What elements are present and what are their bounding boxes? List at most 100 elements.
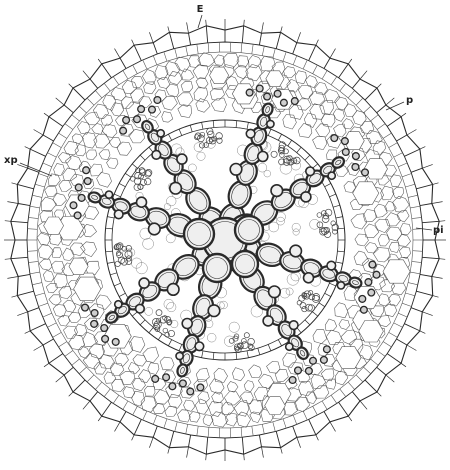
- xylem-small-vessel: [115, 301, 122, 308]
- epidermis-wall: [153, 426, 157, 437]
- hypodermis-wall: [47, 323, 56, 328]
- hypodermis-wall: [283, 419, 286, 429]
- cortex-cell: [148, 363, 159, 375]
- cortex-cell: [49, 295, 61, 306]
- cortex-cell: [224, 391, 241, 405]
- protoxylem-cell: [163, 374, 170, 381]
- hypodermis-wall: [241, 43, 242, 53]
- xylem-small-vessel: [195, 342, 204, 351]
- endodermis-wall: [305, 320, 310, 325]
- hypodermis-wall: [303, 411, 307, 420]
- protoxylem-cell: [78, 195, 85, 202]
- xylem-small-vessel: [208, 305, 220, 317]
- protoxylem-cell: [291, 98, 298, 105]
- epidermis-wall: [339, 402, 349, 416]
- cortex-cell: [355, 234, 369, 246]
- hypodermis-wall: [331, 77, 337, 85]
- epidermis-wall: [259, 33, 261, 45]
- epidermis-spike: [149, 437, 153, 447]
- cortex-cell: [41, 197, 56, 212]
- cortex-cell: [75, 145, 86, 156]
- epidermis-wall: [11, 257, 28, 258]
- epidermis-wall: [102, 64, 112, 78]
- hypodermis-wall: [39, 303, 48, 306]
- endodermis-wall: [119, 293, 125, 296]
- epidermis-wall: [242, 26, 243, 43]
- cortex-cell: [325, 319, 337, 331]
- epidermis-wall: [30, 324, 45, 331]
- epidermis-wall: [11, 221, 28, 222]
- cortex-cell: [74, 324, 87, 335]
- cortex-cell: [198, 53, 215, 67]
- stele-cell: [171, 144, 182, 155]
- hypodermis-wall: [175, 422, 178, 432]
- cortex-cell: [335, 303, 348, 318]
- epidermis-wall: [352, 392, 360, 401]
- endodermis-wall: [236, 353, 237, 360]
- epidermis-wall: [64, 105, 73, 113]
- cortex-cell: [244, 381, 254, 392]
- endodermis-wall: [213, 121, 214, 128]
- cortex-cell: [90, 164, 103, 176]
- epidermis-spike: [348, 416, 352, 421]
- cortex-cell: [267, 362, 281, 374]
- protoxylem-cell: [84, 178, 91, 185]
- protoxylem-cell: [359, 296, 366, 303]
- cortex-cell: [335, 371, 348, 385]
- protoxylem-cell: [149, 106, 156, 113]
- epidermis-spike: [44, 113, 49, 117]
- epidermis-wall: [134, 45, 141, 61]
- xylem-small-vessel: [176, 352, 183, 359]
- hypodermis-wall: [412, 217, 422, 218]
- epidermis-spike: [439, 221, 445, 222]
- hypodermis-wall: [32, 283, 42, 285]
- epidermis-wall: [422, 257, 439, 258]
- hypodermis-wall: [377, 124, 385, 130]
- cortex-cell: [153, 404, 165, 414]
- cortex-cell: [178, 410, 191, 422]
- protoxylem-cell: [289, 377, 296, 384]
- xylem-small-vessel: [301, 192, 311, 202]
- endodermis-wall: [329, 194, 336, 197]
- epidermis-wall: [49, 117, 63, 127]
- hypodermis-wall: [113, 77, 119, 85]
- epidermis-spike: [433, 183, 439, 185]
- hypodermis-wall: [394, 153, 403, 158]
- protoxylem-cell: [362, 169, 369, 176]
- hypodermis-wall: [408, 195, 418, 197]
- epidermis-spike: [17, 164, 27, 168]
- stele-cell: [229, 322, 239, 332]
- epidermis-wall: [30, 149, 45, 156]
- epidermis-spike: [348, 59, 352, 64]
- cortex-cell: [132, 378, 145, 391]
- cortex-cell: [86, 150, 97, 160]
- protoxylem-cell: [169, 383, 176, 390]
- hypodermis-wall: [133, 406, 138, 415]
- cortex-cell: [214, 55, 225, 66]
- phloem-cell: [144, 178, 151, 185]
- epidermis-spike: [297, 32, 301, 42]
- epidermis-wall: [397, 339, 407, 345]
- epidermis-wall: [387, 117, 401, 127]
- stele-cell: [164, 203, 170, 209]
- epidermis-wall: [169, 431, 173, 447]
- endodermis-wall: [149, 327, 153, 332]
- cortex-cell: [63, 248, 75, 261]
- protoxylem-cell: [180, 380, 187, 387]
- epidermis-spike: [206, 454, 207, 460]
- epidermis-wall: [90, 392, 98, 401]
- epidermis-spike: [25, 147, 30, 150]
- endodermis-wall: [247, 122, 248, 129]
- cortex-cell: [344, 104, 357, 117]
- stele-cell: [280, 162, 292, 174]
- hypodermis-wall: [186, 46, 188, 56]
- phloem-group: [114, 243, 132, 267]
- hypodermis-wall: [377, 351, 385, 357]
- cortex-cell: [54, 274, 68, 288]
- hypodermis-wall: [95, 90, 102, 98]
- xylem-small-vessel: [114, 210, 123, 219]
- endodermis-wall: [329, 283, 336, 286]
- cortex-cell: [104, 372, 116, 384]
- cortex-cell: [378, 234, 389, 246]
- endodermis-wall: [258, 348, 260, 355]
